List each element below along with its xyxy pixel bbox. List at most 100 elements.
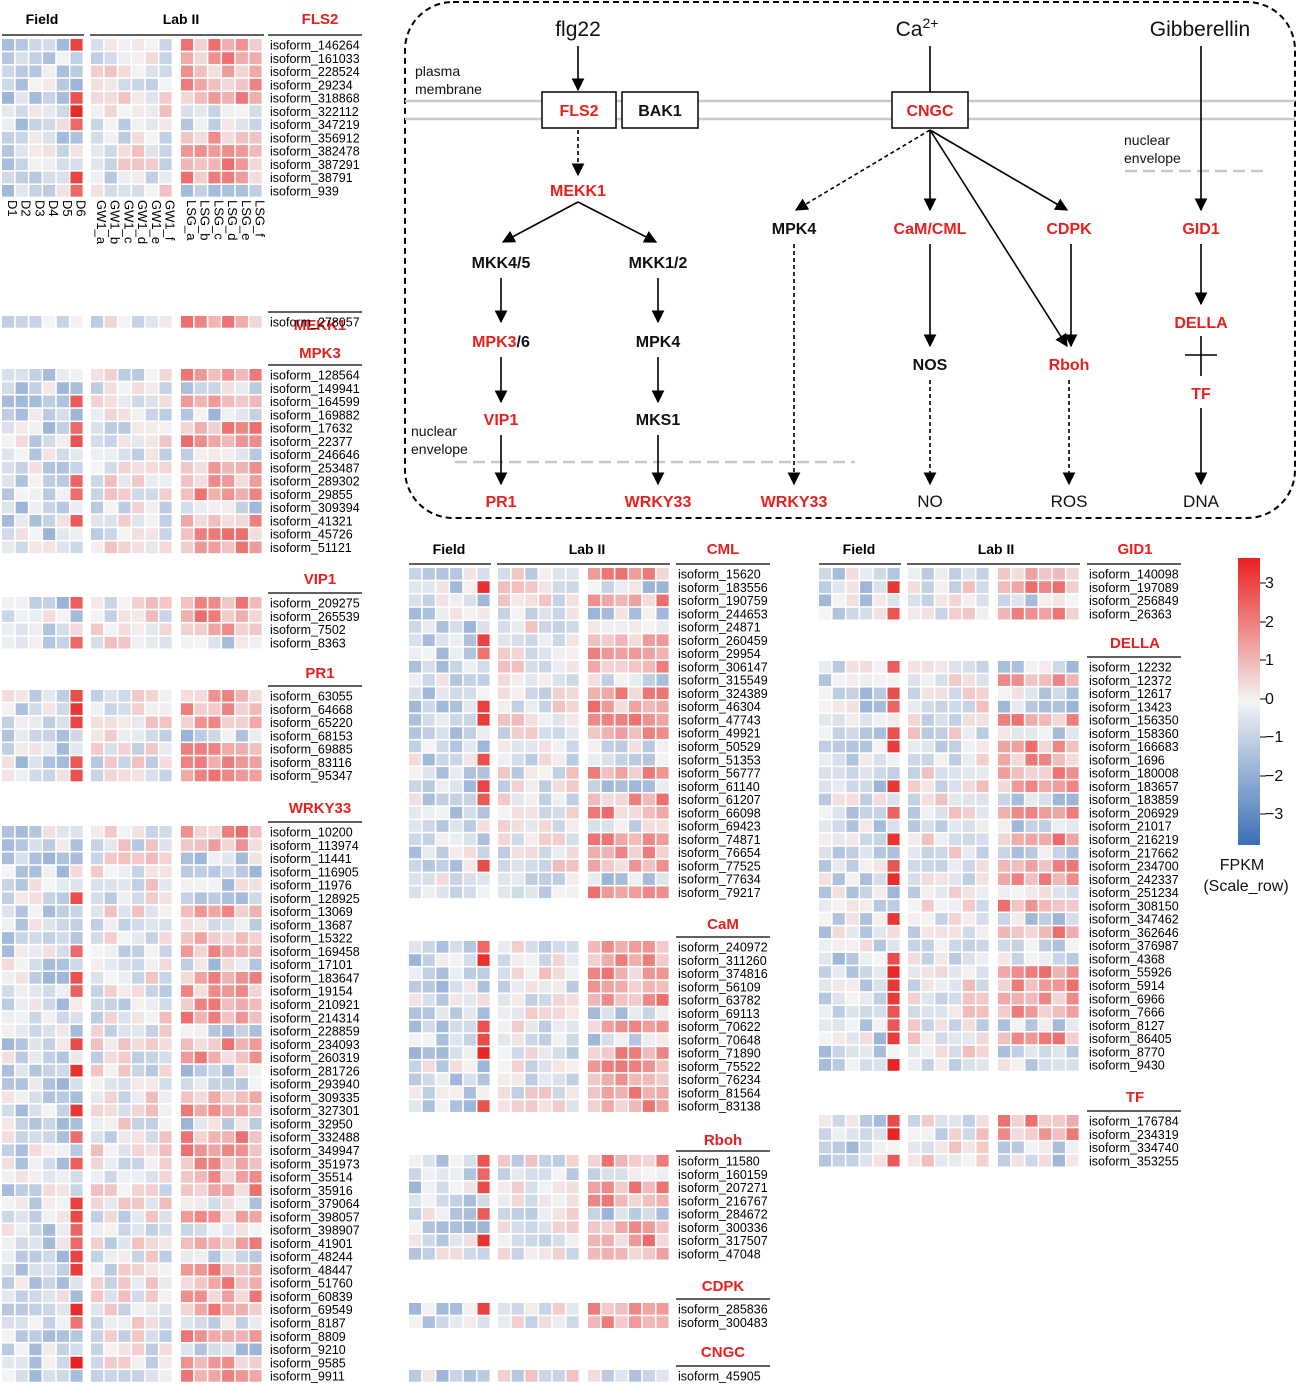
heatmap-cell	[832, 753, 845, 766]
heatmap-cell	[1052, 952, 1065, 965]
heatmap-cell	[118, 1171, 131, 1183]
heatmap-cell	[860, 979, 873, 992]
heatmap-cell	[615, 1316, 628, 1328]
isoform-label: isoform_1696	[1089, 753, 1165, 767]
heatmap-cell	[477, 873, 490, 885]
heatmap-cell	[1052, 1059, 1065, 1071]
heatmap-cell	[615, 859, 628, 872]
heatmap-cell	[159, 636, 172, 649]
heatmap-cell	[998, 846, 1011, 859]
heatmap-cell	[436, 1181, 449, 1194]
heatmap-cell	[91, 395, 104, 408]
heatmap-cell	[566, 1047, 579, 1059]
isoform-label: isoform_161033	[270, 52, 360, 66]
heatmap-cell	[145, 1117, 158, 1130]
heatmap-cell	[1052, 1032, 1065, 1045]
heatmap-cell	[70, 690, 83, 702]
heatmap-cell	[235, 1263, 248, 1276]
heatmap-cell	[208, 971, 221, 984]
heatmap-cell	[921, 714, 934, 726]
heatmap-cell	[222, 422, 235, 434]
heatmap-cell	[1066, 594, 1079, 607]
heatmap-cell	[208, 501, 221, 514]
heatmap-cell	[222, 1343, 235, 1356]
heatmap-cell	[118, 184, 131, 197]
signal-flg22: flg22	[555, 18, 601, 41]
heatmap-cell	[615, 1221, 628, 1234]
heatmap-cell	[222, 756, 235, 769]
isoform-label: isoform_228524	[270, 65, 360, 79]
heatmap-cell	[15, 184, 28, 197]
heatmap-cell	[145, 636, 158, 649]
heatmap-cell	[43, 716, 56, 729]
heatmap-cell	[70, 998, 83, 1011]
heatmap-cell	[422, 1033, 435, 1046]
heatmap-cell	[615, 727, 628, 739]
heatmap-cell	[56, 145, 69, 157]
heatmap-cell	[70, 395, 83, 408]
isoform-label: isoform_183647	[270, 971, 360, 985]
heatmap-cell	[935, 1006, 948, 1018]
heatmap-cell	[104, 1197, 117, 1210]
heatmap-cell	[539, 1194, 552, 1207]
heatmap-cell	[450, 1181, 463, 1194]
heatmap-cell	[159, 1224, 172, 1236]
heatmap-cell	[1025, 913, 1038, 925]
heatmap-cell	[159, 716, 172, 729]
heatmap-cell	[629, 1194, 642, 1207]
heatmap-cell	[656, 967, 669, 980]
heatmap-cell	[860, 714, 873, 726]
heatmap-cell	[29, 1025, 42, 1037]
heatmap-cell	[159, 769, 172, 782]
heatmap-cell	[235, 1144, 248, 1157]
heatmap-cell	[91, 1025, 104, 1037]
heatmap-cell	[15, 905, 28, 918]
heatmap-cell	[145, 1343, 158, 1356]
heatmap-cell	[15, 1104, 28, 1117]
heatmap-cell	[104, 1064, 117, 1077]
heatmap-cell	[588, 647, 601, 660]
heatmap-cell	[601, 568, 614, 580]
isoform-label: isoform_180008	[1089, 767, 1179, 781]
heatmap-cell	[819, 661, 832, 673]
heatmap-cell	[525, 767, 538, 779]
heatmap-cell	[908, 607, 921, 620]
heatmap-cell	[91, 52, 104, 64]
heatmap-cell	[525, 980, 538, 993]
heatmap-cell	[615, 687, 628, 700]
heatmap-cell	[1066, 1141, 1079, 1154]
heatmap-cell	[422, 780, 435, 792]
heatmap-cell	[159, 971, 172, 984]
heatmap-cell	[477, 1234, 490, 1247]
heatmap-cell	[832, 700, 845, 713]
heatmap-cell	[15, 1370, 28, 1382]
heatmap-cell	[525, 1181, 538, 1194]
heatmap-cell	[145, 78, 158, 91]
heatmap-cell	[29, 1237, 42, 1250]
heatmap-cell	[539, 1208, 552, 1220]
heatmap-cell	[1039, 594, 1052, 607]
heatmap-cell	[525, 967, 538, 980]
heatmap-cell	[525, 594, 538, 607]
heatmap-cell	[181, 1171, 194, 1183]
heatmap-cell	[104, 716, 117, 729]
heatmap-cell	[15, 382, 28, 394]
heatmap-cell	[422, 1234, 435, 1247]
heatmap-cell	[887, 793, 900, 806]
heatmap-cell	[15, 501, 28, 514]
heatmap-cell	[132, 78, 145, 91]
node-mks1: MKS1	[636, 412, 681, 429]
heatmap-cell	[656, 886, 669, 899]
heatmap-cell	[43, 118, 56, 131]
heatmap-cell	[104, 422, 117, 434]
heatmap-cell	[15, 1091, 28, 1104]
heatmap-cell	[832, 806, 845, 819]
legend-label-fpkm: FPKM	[1220, 857, 1264, 874]
heatmap-cell	[819, 992, 832, 1005]
heatmap-cell	[194, 1025, 207, 1037]
heatmap-cell	[70, 879, 83, 891]
heatmap-cell	[1039, 607, 1052, 620]
heatmap-cell	[194, 1131, 207, 1143]
heatmap-cell	[29, 382, 42, 394]
heatmap-cell	[91, 1224, 104, 1236]
